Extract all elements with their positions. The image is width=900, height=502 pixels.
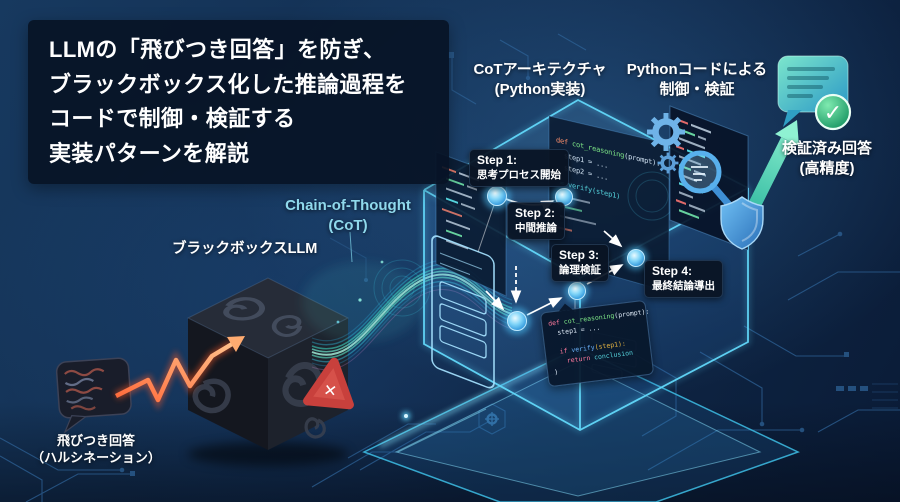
- label-line: ブラックボックスLLM: [172, 241, 318, 257]
- label-line: Chain-of-Thought: [285, 197, 411, 214]
- label-verified-answer: 検証済み回答 (高精度): [765, 139, 889, 179]
- label-line: (Python実装): [494, 80, 586, 98]
- label-cot-architecture: CoTアーキテクチャ (Python実装): [455, 60, 625, 100]
- label-blackbox-llm: ブラックボックスLLM: [172, 240, 332, 259]
- error-x-icon: ✕: [322, 382, 338, 401]
- check-icon: ✓: [824, 100, 842, 125]
- step-nodes: [483, 182, 648, 335]
- step-desc: 最終結論導出: [652, 279, 715, 292]
- code-snippet-bubble: def cot_reasoning(prompt): step1 = ... i…: [539, 299, 655, 387]
- label-line: CoTアーキテクチャ: [473, 61, 607, 78]
- magnifier-icon: [678, 150, 735, 211]
- step-2-tag: Step 2: 中間推論: [507, 202, 565, 240]
- label-line: Pythonコードによる: [626, 61, 768, 78]
- label-line: 制御・検証: [659, 80, 735, 98]
- label-line: 検証済み回答: [781, 140, 872, 157]
- glitch-arrow: [113, 336, 245, 411]
- step-desc: 論理検証: [559, 263, 601, 276]
- step-desc: 思考プロセス開始: [477, 168, 561, 181]
- shield-icon: [720, 196, 764, 250]
- step-3-tag: Step 3: 論理検証: [551, 244, 609, 282]
- title-line: 実装パターンを解説: [49, 140, 250, 166]
- step-title: Step 3:: [559, 248, 600, 262]
- label-line: (高精度): [799, 159, 855, 177]
- ui-window-mockup: [431, 235, 495, 389]
- gear-icon: [647, 113, 685, 151]
- circuit-traces: [0, 33, 900, 502]
- label-python-control: Pythonコードによる 制御・検証: [617, 60, 777, 100]
- gear-small-icon: [657, 152, 679, 174]
- step-1-tag: Step 1: 思考プロセス開始: [469, 149, 569, 187]
- title-line: ブラックボックス化した推論過程を: [49, 71, 407, 97]
- warning-triangle-icon: ✕: [303, 357, 354, 410]
- title-banner: LLMの「飛びつき回答」を防ぎ、 ブラックボックス化した推論過程を コードで制御…: [28, 20, 449, 184]
- step-title: Step 2:: [515, 206, 556, 220]
- label-line: (CoT): [328, 216, 368, 234]
- label-line: 飛びつき回答: [56, 433, 135, 448]
- thought-wave: [302, 259, 513, 371]
- step-title: Step 4:: [652, 264, 693, 278]
- title-line: LLMの「飛びつき回答」を防ぎ、: [49, 37, 386, 62]
- title-line: コードで制御・検証する: [49, 106, 296, 131]
- cot-leader-line: [349, 231, 353, 263]
- label-hallucination: 飛びつき回答 （ハルシネーション）: [16, 432, 176, 466]
- circuit-gear-icon: [485, 412, 499, 426]
- step-desc: 中間推論: [515, 221, 557, 234]
- check-badge: ✓: [814, 93, 852, 131]
- step-4-tag: Step 4: 最終結論導出: [644, 260, 723, 298]
- label-chain-of-thought: Chain-of-Thought (CoT): [278, 196, 418, 236]
- step-title: Step 1:: [477, 153, 518, 167]
- label-line: （ハルシネーション）: [31, 450, 161, 466]
